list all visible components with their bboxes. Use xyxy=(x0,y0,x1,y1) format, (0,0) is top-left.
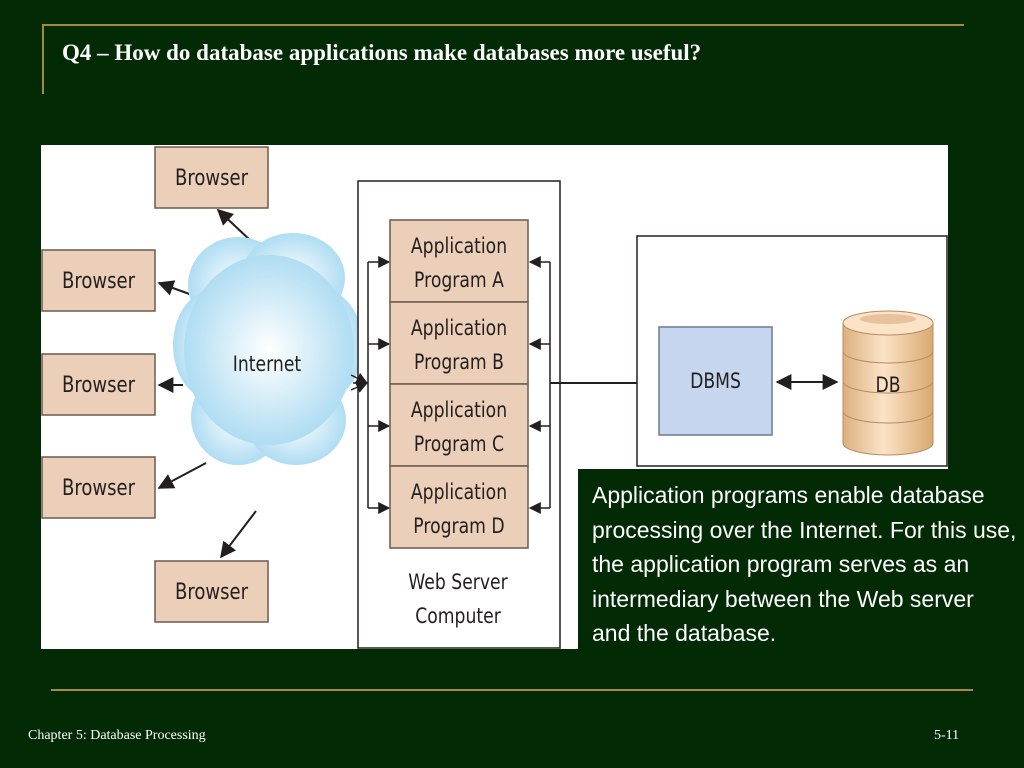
footer-chapter: Chapter 5: Database Processing xyxy=(28,728,206,743)
app-program-box-b xyxy=(389,301,529,385)
web-server-label-line2: Computer xyxy=(415,604,501,628)
app-program-d-line2: Program D xyxy=(413,514,505,538)
arrow-internet-browser-1 xyxy=(216,208,252,242)
callout-text: Application programs enable database pro… xyxy=(592,482,1017,646)
browser-box-1 xyxy=(154,146,269,209)
top-rule xyxy=(42,24,964,26)
browser-label-4: Browser xyxy=(61,476,136,501)
title-left-bar xyxy=(42,24,44,94)
web-server-label-line1: Web Server xyxy=(408,570,508,594)
db-label: DB xyxy=(875,373,901,397)
slide-title: Q4 – How do database applications make d… xyxy=(62,40,702,65)
footer-page-number: 5-11 xyxy=(934,728,960,743)
app-program-b-line2: Program B xyxy=(414,350,504,374)
left-connector xyxy=(350,256,391,514)
arrow-internet-browser-4 xyxy=(157,462,207,489)
browser-label-2: Browser xyxy=(61,269,136,294)
app-program-c-line2: Program C xyxy=(413,432,505,456)
bottom-rule xyxy=(51,689,973,691)
app-program-box-a xyxy=(389,219,529,303)
dbms-box xyxy=(658,326,773,436)
browser-box-5 xyxy=(154,560,269,623)
browser-box-4 xyxy=(41,456,156,519)
db-cylinder xyxy=(842,310,934,456)
browser-box-3 xyxy=(41,353,156,416)
browser-label-5: Browser xyxy=(174,580,249,605)
app-program-d-line1: Application xyxy=(410,480,508,504)
dbms-label: DBMS xyxy=(690,369,741,393)
browser-box-2 xyxy=(41,249,156,312)
browser-label-1: Browser xyxy=(174,166,249,191)
app-program-box-c xyxy=(389,383,529,467)
app-program-c-line1: Application xyxy=(410,398,508,422)
internet-cloud xyxy=(173,233,363,465)
arrow-internet-browser-5 xyxy=(220,510,257,559)
diagram-graphics xyxy=(41,146,948,649)
browser-label-3: Browser xyxy=(61,373,136,398)
app-program-b-line1: Application xyxy=(410,316,508,340)
app-program-box-d xyxy=(389,465,529,549)
app-program-a-line1: Application xyxy=(410,234,508,258)
callout-box xyxy=(578,469,1024,681)
architecture-diagram: Browser Browser Browser Browser Browser … xyxy=(41,145,948,649)
app-program-a-line2: Program A xyxy=(414,268,504,292)
internet-label: Internet xyxy=(232,352,302,376)
